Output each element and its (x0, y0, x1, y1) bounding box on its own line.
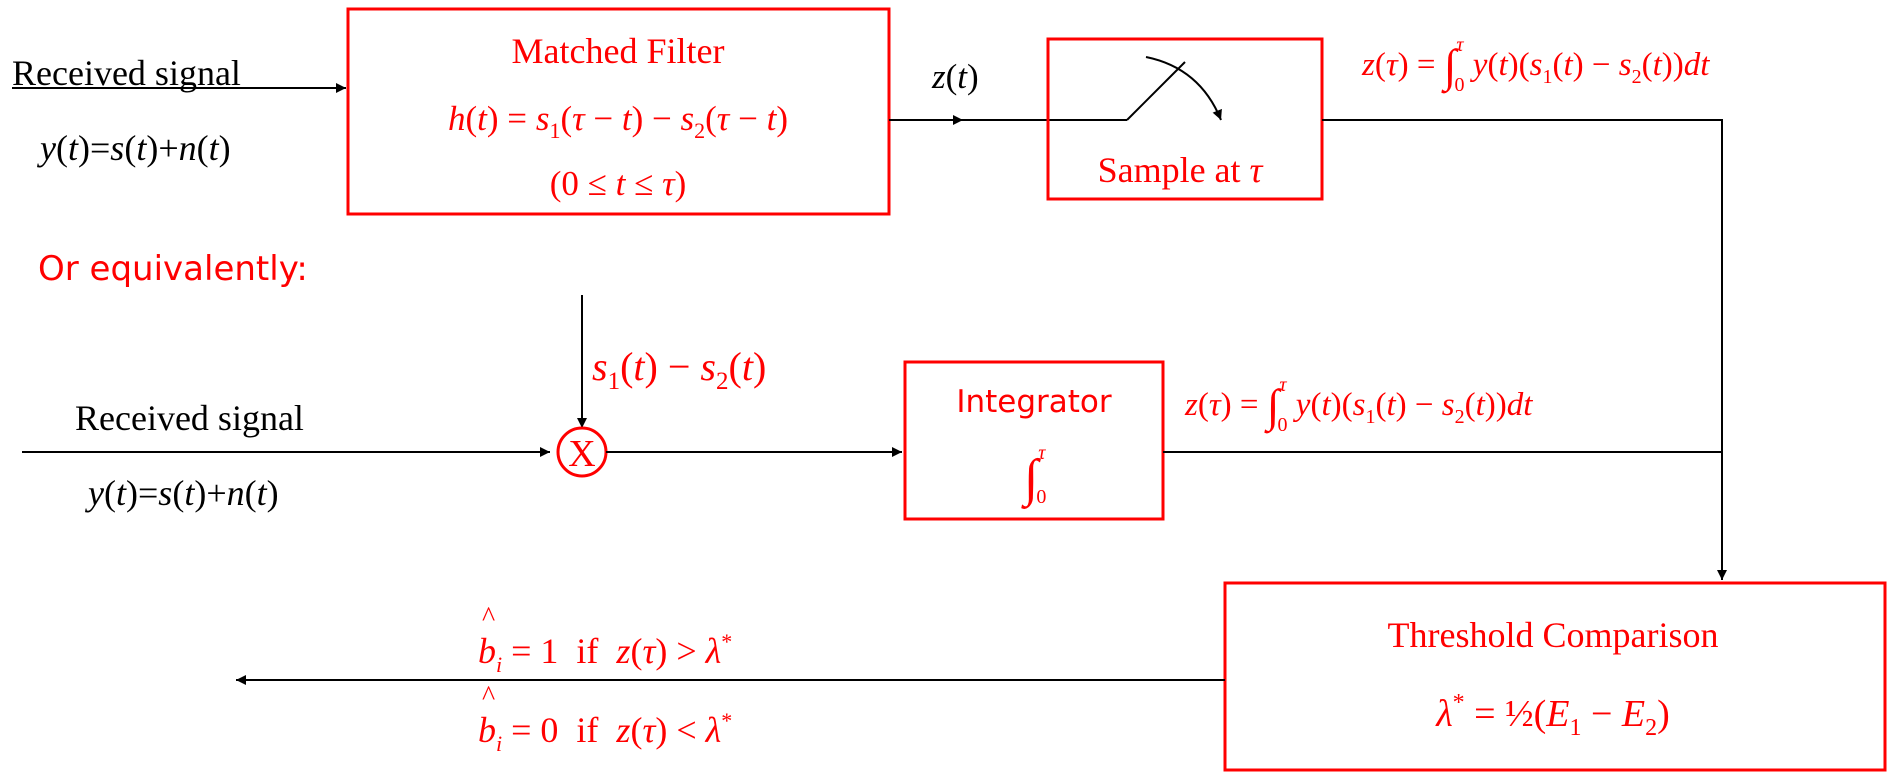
sampler-switch-arm (1126, 61, 1186, 121)
integrator-box (903, 360, 1165, 521)
matched-filter-impulse-response: h(t) = s1(τ − t) − s2(τ − t) (448, 99, 788, 143)
decision-zero-expression: bi = 0 if z(τ) < λ* (478, 708, 732, 756)
bottom-input-expression: y(t)=s(t)+n(t) (85, 473, 279, 513)
threshold-lambda-expression: λ* = ½(E1 − E2) (1435, 690, 1670, 741)
threshold-title: Threshold Comparison (1388, 615, 1719, 655)
multiplier-node: X (556, 426, 608, 478)
matched-filter-box (346, 7, 891, 216)
decision-zero-hat: ^ (482, 681, 495, 712)
top-input-label: Received signal (12, 53, 241, 93)
integrator-title: Integrator (956, 384, 1112, 420)
matched-filter-time-range: (0 ≤ t ≤ τ) (550, 164, 687, 203)
matched-filter-title: Matched Filter (512, 31, 725, 71)
top-output-wire (1322, 119, 1723, 450)
multiplier-symbol: X (568, 433, 595, 475)
filter-output-label: z(t) (931, 57, 979, 96)
decision-one-hat: ^ (482, 602, 495, 633)
decision-one-expression: bi = 1 if z(τ) > λ* (478, 629, 732, 677)
threshold-box (1223, 581, 1887, 772)
sampler-switch-arrow (1145, 56, 1222, 121)
or-equivalently-label: Or equivalently: (38, 249, 308, 289)
sampler-label: Sample at τ (1098, 150, 1264, 190)
bottom-input-label: Received signal (75, 398, 304, 438)
top-input-expression: y(t)=s(t)+n(t) (37, 128, 231, 168)
reference-signal-expression: s1(t) − s2(t) (592, 344, 766, 395)
